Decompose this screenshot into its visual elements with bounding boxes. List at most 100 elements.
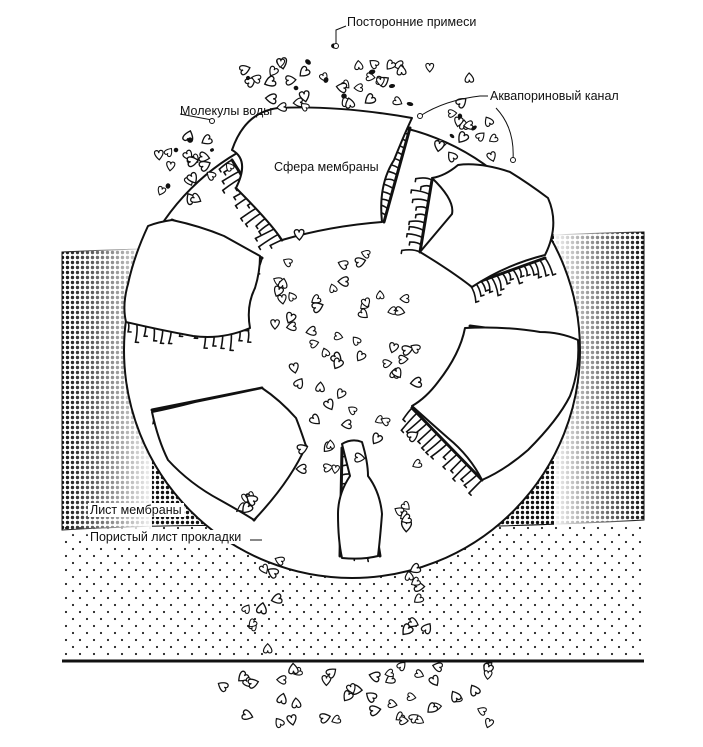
- water-molecule-icon: [399, 294, 410, 304]
- water-molecule-icon: [295, 463, 307, 474]
- water-molecule-icon: [198, 160, 211, 172]
- impurity-speck: [341, 93, 347, 99]
- water-molecule-icon: [409, 562, 422, 574]
- water-molecule-icon: [410, 576, 421, 586]
- aquaporin-comb-base: [410, 406, 484, 482]
- water-molecule-icon: [246, 495, 259, 507]
- label-aquaporin-channel: Аквапориновый канал: [490, 89, 619, 103]
- water-molecule-icon: [360, 297, 371, 308]
- water-molecule-icon: [410, 344, 421, 354]
- water-molecule-icon: [296, 444, 309, 455]
- water-molecule-icon: [369, 59, 380, 70]
- water-molecule-icon: [431, 662, 444, 673]
- water-molecule-icon: [345, 97, 356, 109]
- impurity-speck: [449, 133, 455, 139]
- impurity-speck: [406, 102, 414, 106]
- water-molecule-icon: [325, 668, 337, 679]
- aquaporin-comb: [400, 177, 433, 255]
- membrane-block-left: [123, 219, 261, 338]
- water-molecule-icon: [406, 431, 419, 443]
- water-molecule-icon: [400, 500, 410, 510]
- water-molecule-icon: [369, 705, 382, 717]
- water-molecule-icon: [201, 134, 213, 145]
- label-membrane-sphere: Сфера мембраны: [274, 160, 379, 174]
- water-molecule-icon: [376, 76, 385, 87]
- water-molecule-icon: [337, 260, 349, 270]
- water-molecule-icon: [277, 277, 288, 289]
- impurity-speck: [388, 83, 396, 89]
- leader-lines: [179, 25, 516, 541]
- water-molecule-icon: [315, 381, 325, 393]
- water-molecule-icon: [248, 618, 258, 628]
- water-molecule-icon: [262, 642, 273, 654]
- water-molecule-icon: [238, 64, 251, 76]
- water-molecule-icon: [319, 713, 332, 724]
- water-molecule-icon: [291, 697, 302, 709]
- water-molecule-icon: [288, 362, 299, 374]
- membrane-block-top: [231, 106, 413, 241]
- water-molecule-icon: [300, 103, 310, 112]
- water-molecule-icon: [282, 258, 293, 268]
- aquaporin-comb: [400, 407, 483, 496]
- water-molecule-icon: [270, 593, 283, 604]
- water-molecule-icon: [276, 58, 286, 68]
- water-molecule-icon: [308, 413, 320, 425]
- water-molecule-icon: [414, 669, 425, 678]
- water-molecule-icon: [372, 432, 384, 445]
- water-molecule-icon: [485, 717, 495, 729]
- water-molecule-icon: [365, 72, 376, 82]
- water-molecule-icon: [400, 513, 412, 524]
- water-molecule-icon: [356, 350, 367, 362]
- label-membrane-sheet: Лист мембраны: [88, 503, 184, 517]
- water-molecule-icon: [285, 321, 297, 332]
- water-molecule-icon: [360, 249, 371, 259]
- water-molecule-icon: [354, 452, 366, 463]
- water-molecule-icon: [354, 257, 367, 268]
- water-molecule-icon: [217, 682, 229, 693]
- water-molecule-icon: [286, 311, 297, 324]
- leader-impurities: [335, 25, 347, 46]
- impurity-speck: [368, 69, 376, 75]
- water-molecule-icon: [323, 398, 334, 411]
- water-molecule-icon: [153, 149, 164, 161]
- water-molecule-icon: [276, 102, 288, 112]
- water-molecule-icon: [166, 161, 176, 172]
- water-molecule-icon: [488, 133, 499, 143]
- leader-dot-impurities: [333, 43, 339, 49]
- water-molecule-icon: [309, 339, 320, 349]
- water-molecule-icon: [288, 292, 297, 302]
- water-molecule-icon: [299, 65, 311, 77]
- water-molecule-icon: [404, 570, 414, 581]
- impurity-speck: [187, 137, 193, 143]
- water-molecule-icon: [311, 294, 322, 304]
- water-molecules: [153, 57, 499, 729]
- water-molecule-icon: [285, 75, 297, 86]
- water-molecule-icon: [391, 367, 402, 379]
- water-molecule-icon: [275, 717, 285, 729]
- water-molecule-icon: [276, 692, 287, 705]
- water-molecule-icon: [251, 74, 262, 84]
- water-molecule-icon: [357, 308, 368, 319]
- impurity-speck: [245, 75, 251, 81]
- water-molecule-icon: [352, 336, 362, 346]
- water-molecule-icon: [286, 714, 297, 726]
- water-molecule-icon: [455, 98, 467, 109]
- label-impurities: Посторонние примеси: [347, 15, 477, 29]
- water-molecule-icon: [412, 458, 423, 468]
- water-molecule-icon: [427, 702, 439, 713]
- water-molecule-icon: [333, 331, 344, 341]
- water-molecule-icon: [406, 692, 417, 702]
- leader-aquaporin: [419, 95, 488, 117]
- water-molecule-icon: [190, 192, 202, 203]
- water-molecule-icon: [483, 670, 493, 681]
- water-molecule-icon: [420, 622, 432, 635]
- water-molecule-icon: [345, 683, 356, 695]
- water-molecule-icon: [157, 185, 167, 196]
- water-molecule-icon: [269, 65, 279, 77]
- water-molecule-icon: [336, 388, 347, 399]
- water-molecule-icon: [368, 671, 381, 683]
- leader-dot-aquaporin-2: [510, 157, 516, 163]
- water-molecule-icon: [247, 678, 260, 689]
- water-molecule-icon: [458, 131, 470, 143]
- water-molecule-icon: [321, 347, 331, 358]
